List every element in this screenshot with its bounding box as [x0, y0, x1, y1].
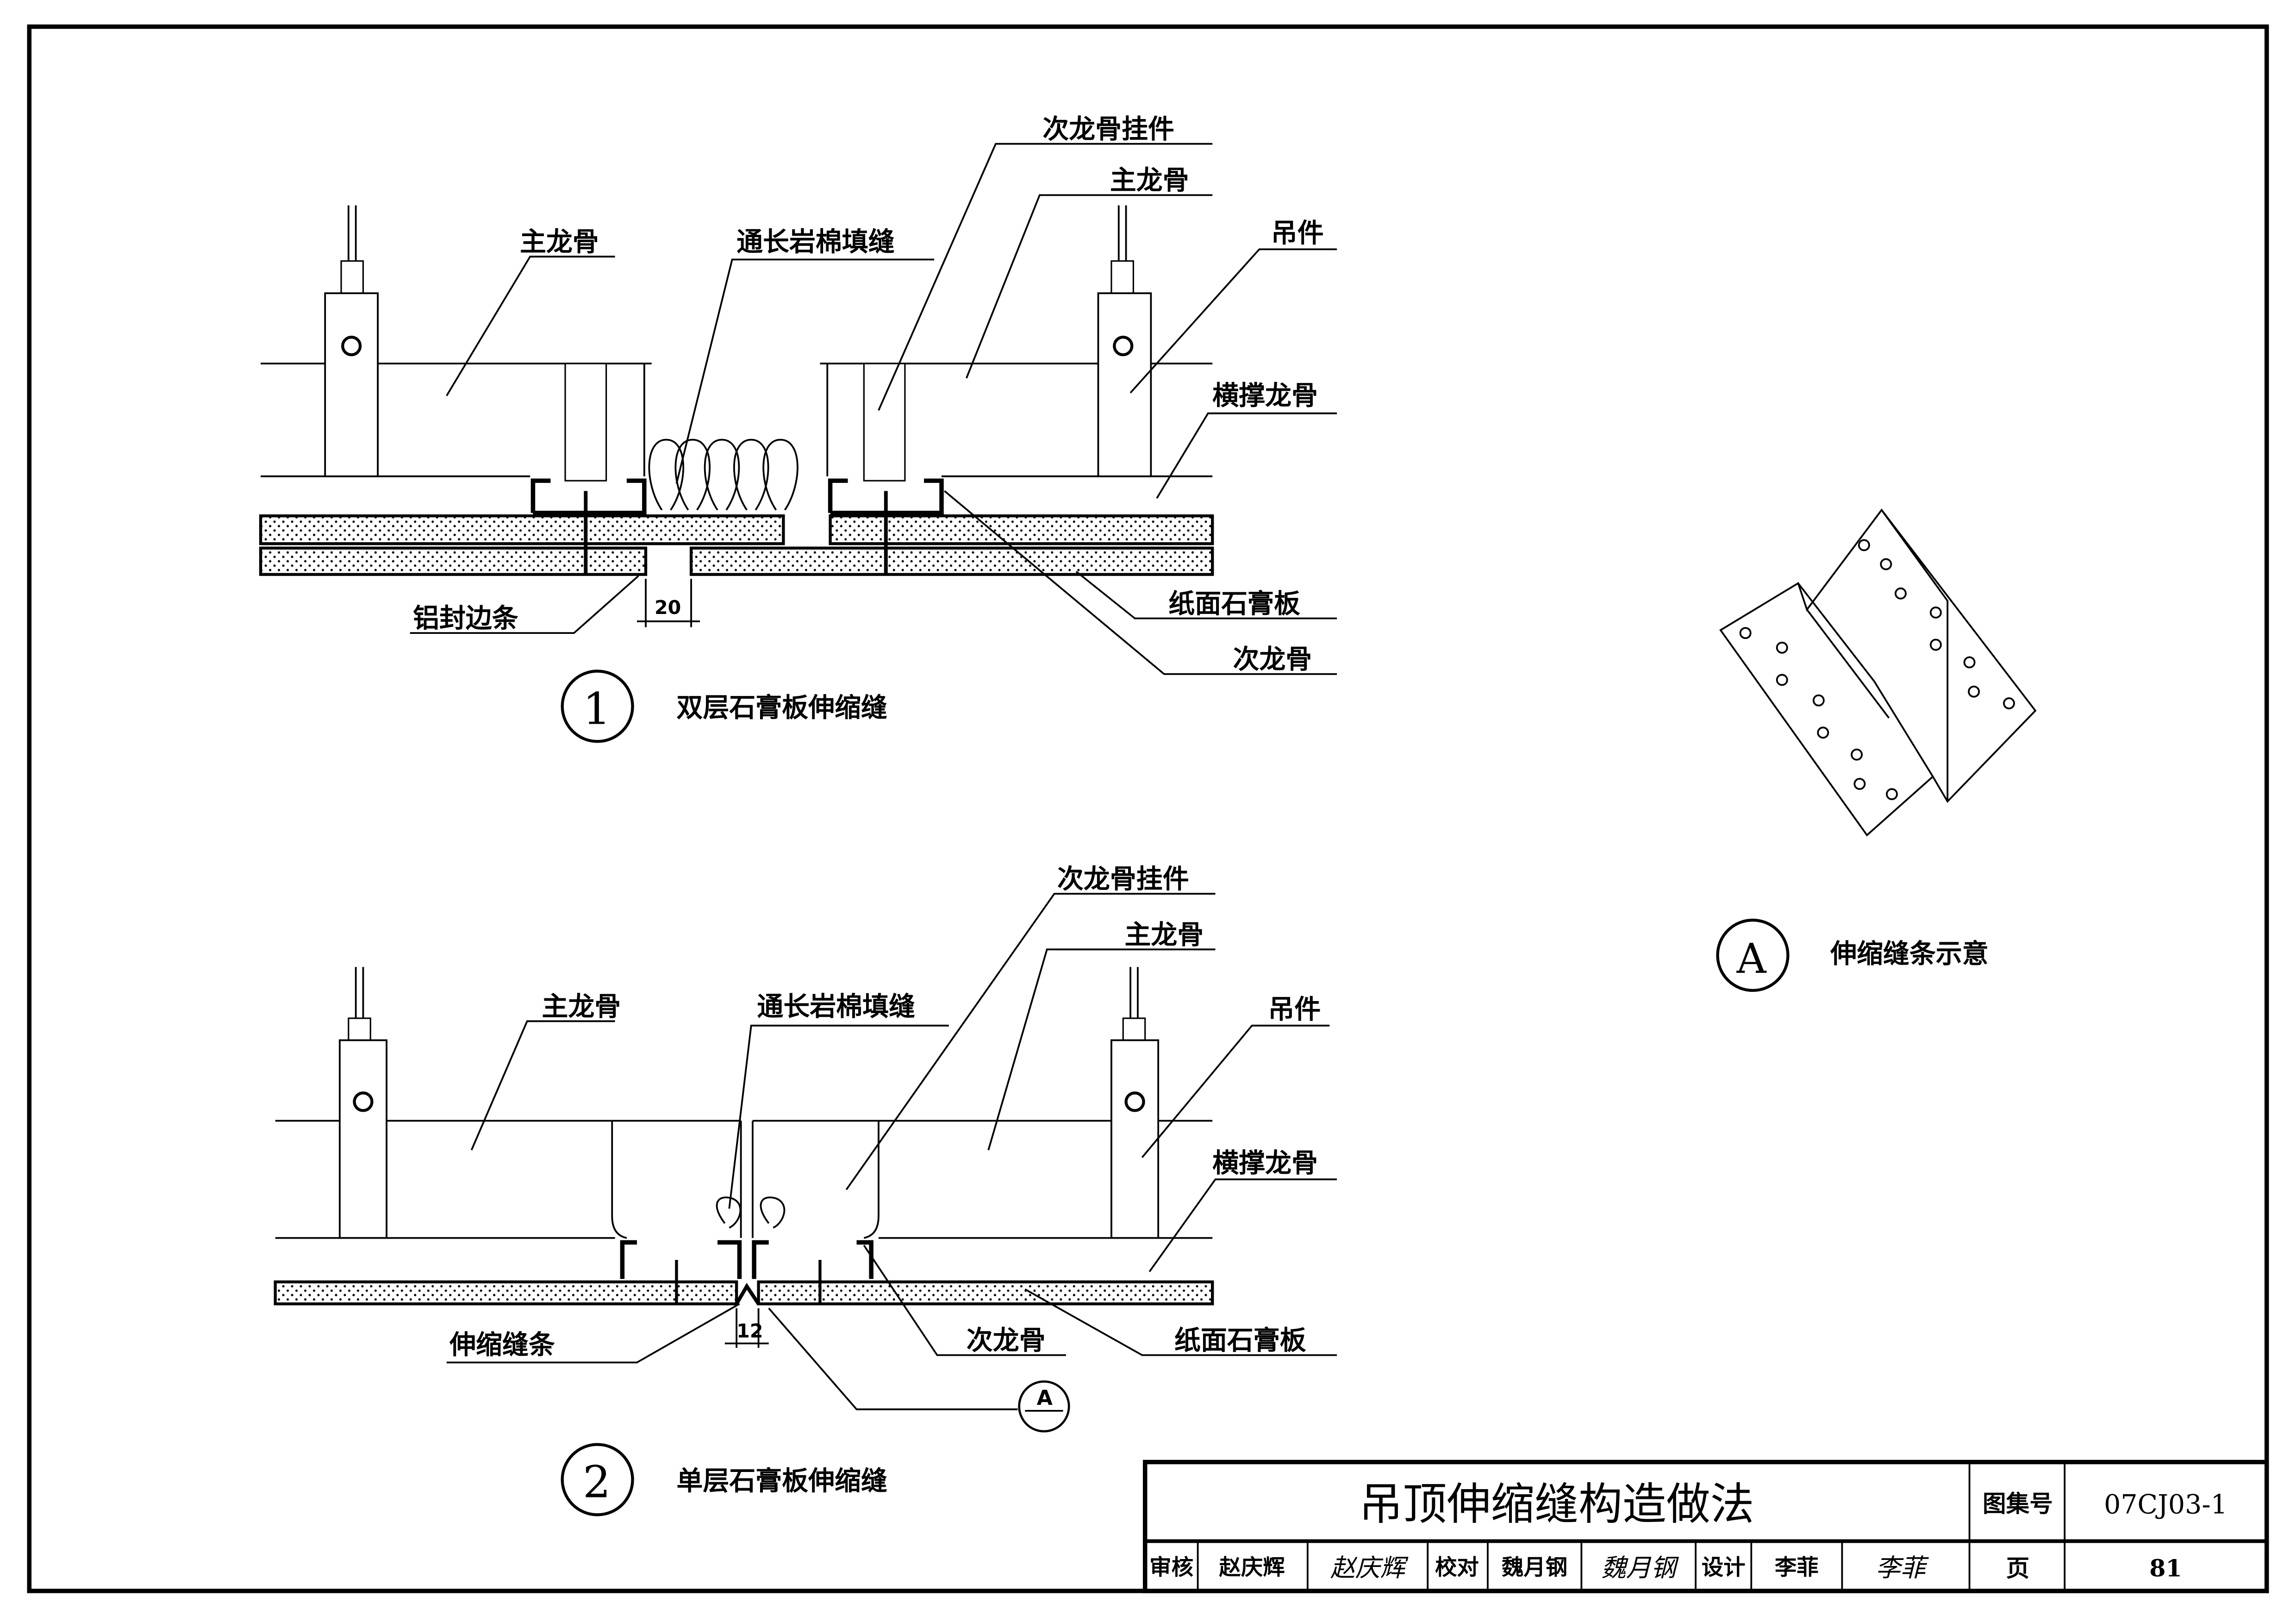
detail-a-letter: A [1736, 935, 1767, 983]
detail-2-marker [561, 1443, 634, 1516]
checker-name: 魏月钢 [1502, 1555, 1567, 1580]
label-rock-wool-1: 通长岩棉填缝 [736, 227, 895, 257]
detail-a-caption: 伸缩缝条示意 [1830, 939, 1989, 969]
title-block [1142, 1459, 2269, 1593]
dimension-12: 12 [736, 1320, 763, 1342]
label-aluminum-trim: 铝封边条 [413, 603, 518, 634]
rock-wool-fill [648, 438, 799, 511]
sheet-border [27, 24, 2269, 1593]
callout-a-letter: A [1037, 1386, 1053, 1410]
label-secondary-hanger-1: 次龙骨挂件 [1042, 114, 1174, 144]
label-expansion-strip: 伸缩缝条 [449, 1329, 555, 1360]
check-label: 校对 [1435, 1555, 1479, 1580]
detail-1-marker [561, 670, 634, 743]
label-gypsum-board-2: 纸面石膏板 [1174, 1325, 1306, 1356]
page-label: 页 [2006, 1554, 2030, 1582]
gypsum-boards [259, 514, 1214, 576]
reviewer-name: 赵庆辉 [1219, 1555, 1285, 1580]
designer-name: 李菲 [1775, 1555, 1819, 1580]
atlas-number: 07CJ03-1 [2104, 1489, 2227, 1520]
label-main-joist-right-1: 主龙骨 [1110, 165, 1189, 196]
atlas-label: 图集号 [1983, 1490, 2053, 1517]
detail-2-drawing [274, 893, 1337, 1410]
label-gypsum-board-1: 纸面石膏板 [1168, 589, 1300, 619]
hanger-right [1097, 205, 1152, 477]
reviewer-signature: 赵庆辉 [1330, 1553, 1409, 1582]
label-secondary-hanger-2: 次龙骨挂件 [1057, 864, 1189, 895]
detail-2-number: 2 [583, 1457, 611, 1508]
callout-a-marker [1018, 1380, 1070, 1433]
detail-2-caption: 单层石膏板伸缩缝 [676, 1466, 887, 1497]
hanger-left [324, 205, 379, 477]
detail-1-drawing [259, 143, 1337, 675]
sheet-title: 吊顶伸缩缝构造做法 [1359, 1479, 1754, 1530]
label-hanger-1: 吊件 [1271, 218, 1324, 249]
label-hanger-2: 吊件 [1268, 994, 1321, 1025]
detail-1-number: 1 [583, 683, 611, 734]
detail-a-marker [1716, 919, 1790, 992]
checker-signature: 魏月钢 [1601, 1553, 1679, 1582]
detail-1-caption: 双层石膏板伸缩缝 [676, 692, 887, 723]
hanger-right-2 [1111, 967, 1160, 1239]
label-cross-brace-2: 横撑龙骨 [1212, 1148, 1318, 1178]
label-rock-wool-2: 通长岩棉填缝 [757, 991, 915, 1022]
label-main-joist-left-2: 主龙骨 [542, 991, 621, 1022]
hanger-left-2 [338, 967, 387, 1239]
design-label: 设计 [1702, 1555, 1746, 1580]
label-main-joist-right-2: 主龙骨 [1124, 920, 1204, 950]
designer-signature: 李菲 [1876, 1553, 1929, 1582]
label-secondary-joist-2: 次龙骨 [967, 1325, 1046, 1356]
expansion-strip-sketch [1719, 508, 2037, 837]
label-main-joist-left-1: 主龙骨 [520, 227, 599, 257]
review-label: 审核 [1149, 1555, 1193, 1580]
page-number: 81 [2149, 1554, 2182, 1582]
label-secondary-joist-1: 次龙骨 [1233, 644, 1312, 675]
label-cross-brace-1: 横撑龙骨 [1212, 381, 1318, 411]
dimension-20: 20 [655, 596, 681, 619]
